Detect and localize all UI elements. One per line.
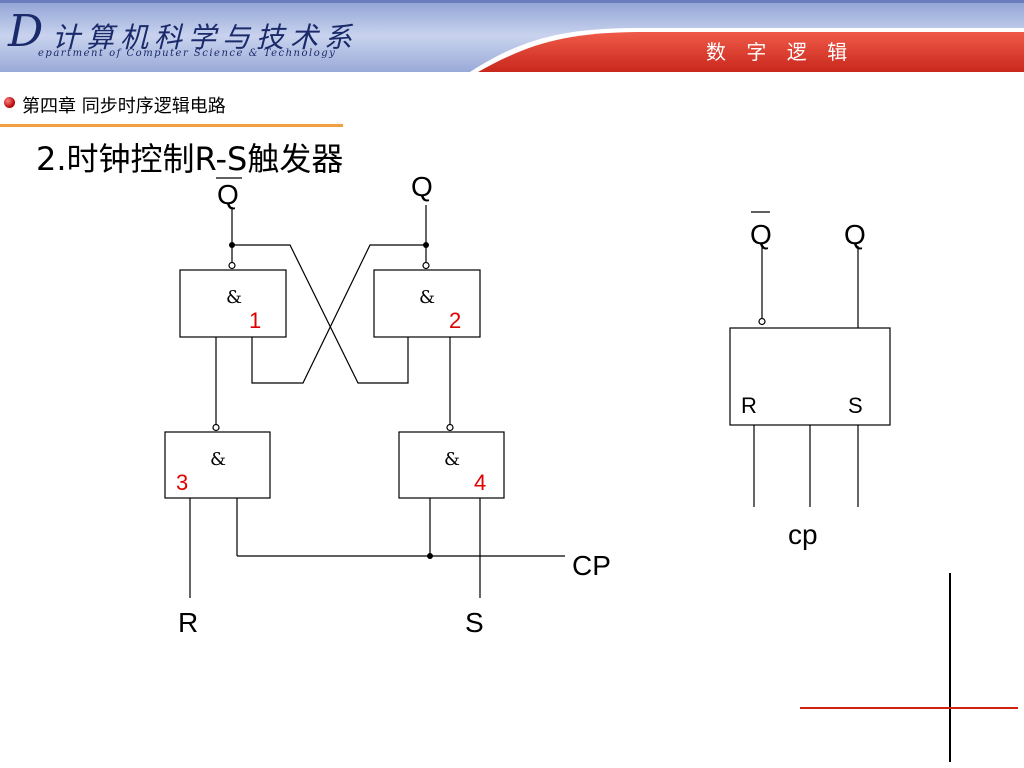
header-banner [0,0,1024,72]
chapter-underline [0,124,343,127]
input-s-label: S [465,607,484,638]
block-clock-label: cp [788,519,818,550]
output-q-label: Q [411,171,433,202]
gate-2-symbol: & [419,287,435,308]
gate-1-number: 1 [249,308,261,333]
gate-2-number: 2 [449,308,461,333]
course-title: 数 字 逻 辑 [706,40,855,64]
gate-3-output-bubble [212,423,220,432]
gate-1-output-bubble [228,261,236,270]
dept-name-english: epartment of Computer Science & Technolo… [38,48,337,59]
decorative-corner-lines [800,573,1018,762]
gate-4-output-bubble [446,423,454,432]
block-s-label: S [848,393,863,418]
dept-name: 计算机科学与技术系 [52,21,359,54]
gate-3-symbol: & [210,449,226,470]
nand-gate-1: & 1 [179,269,287,338]
nand-gate-3: & 3 [164,431,271,499]
gate-4-number: 4 [474,470,486,495]
input-r-label: R [178,607,198,638]
chapter-title: 第四章 同步时序逻辑电路 [22,96,226,117]
bullet-icon [4,97,15,108]
dept-logo-initial: D [8,6,44,57]
clock-cp-label: CP [572,550,611,581]
gate-1-symbol: & [226,287,242,308]
gate-2-output-bubble [422,261,430,270]
slide-subtitle: 2.时钟控制R-S触发器 [36,140,344,178]
gate-4-symbol: & [444,449,460,470]
block-r-label: R [741,393,757,418]
rs-flipflop-block-symbol: Q Q R S cp [729,211,891,550]
block-q-label: Q [844,219,866,250]
output-qbar-label: Q [217,179,239,210]
block-qbar-label: Q [750,219,772,250]
nand-gate-4: & 4 [398,431,505,499]
gate-3-number: 3 [176,470,188,495]
nand-gate-2: & 2 [373,269,481,338]
